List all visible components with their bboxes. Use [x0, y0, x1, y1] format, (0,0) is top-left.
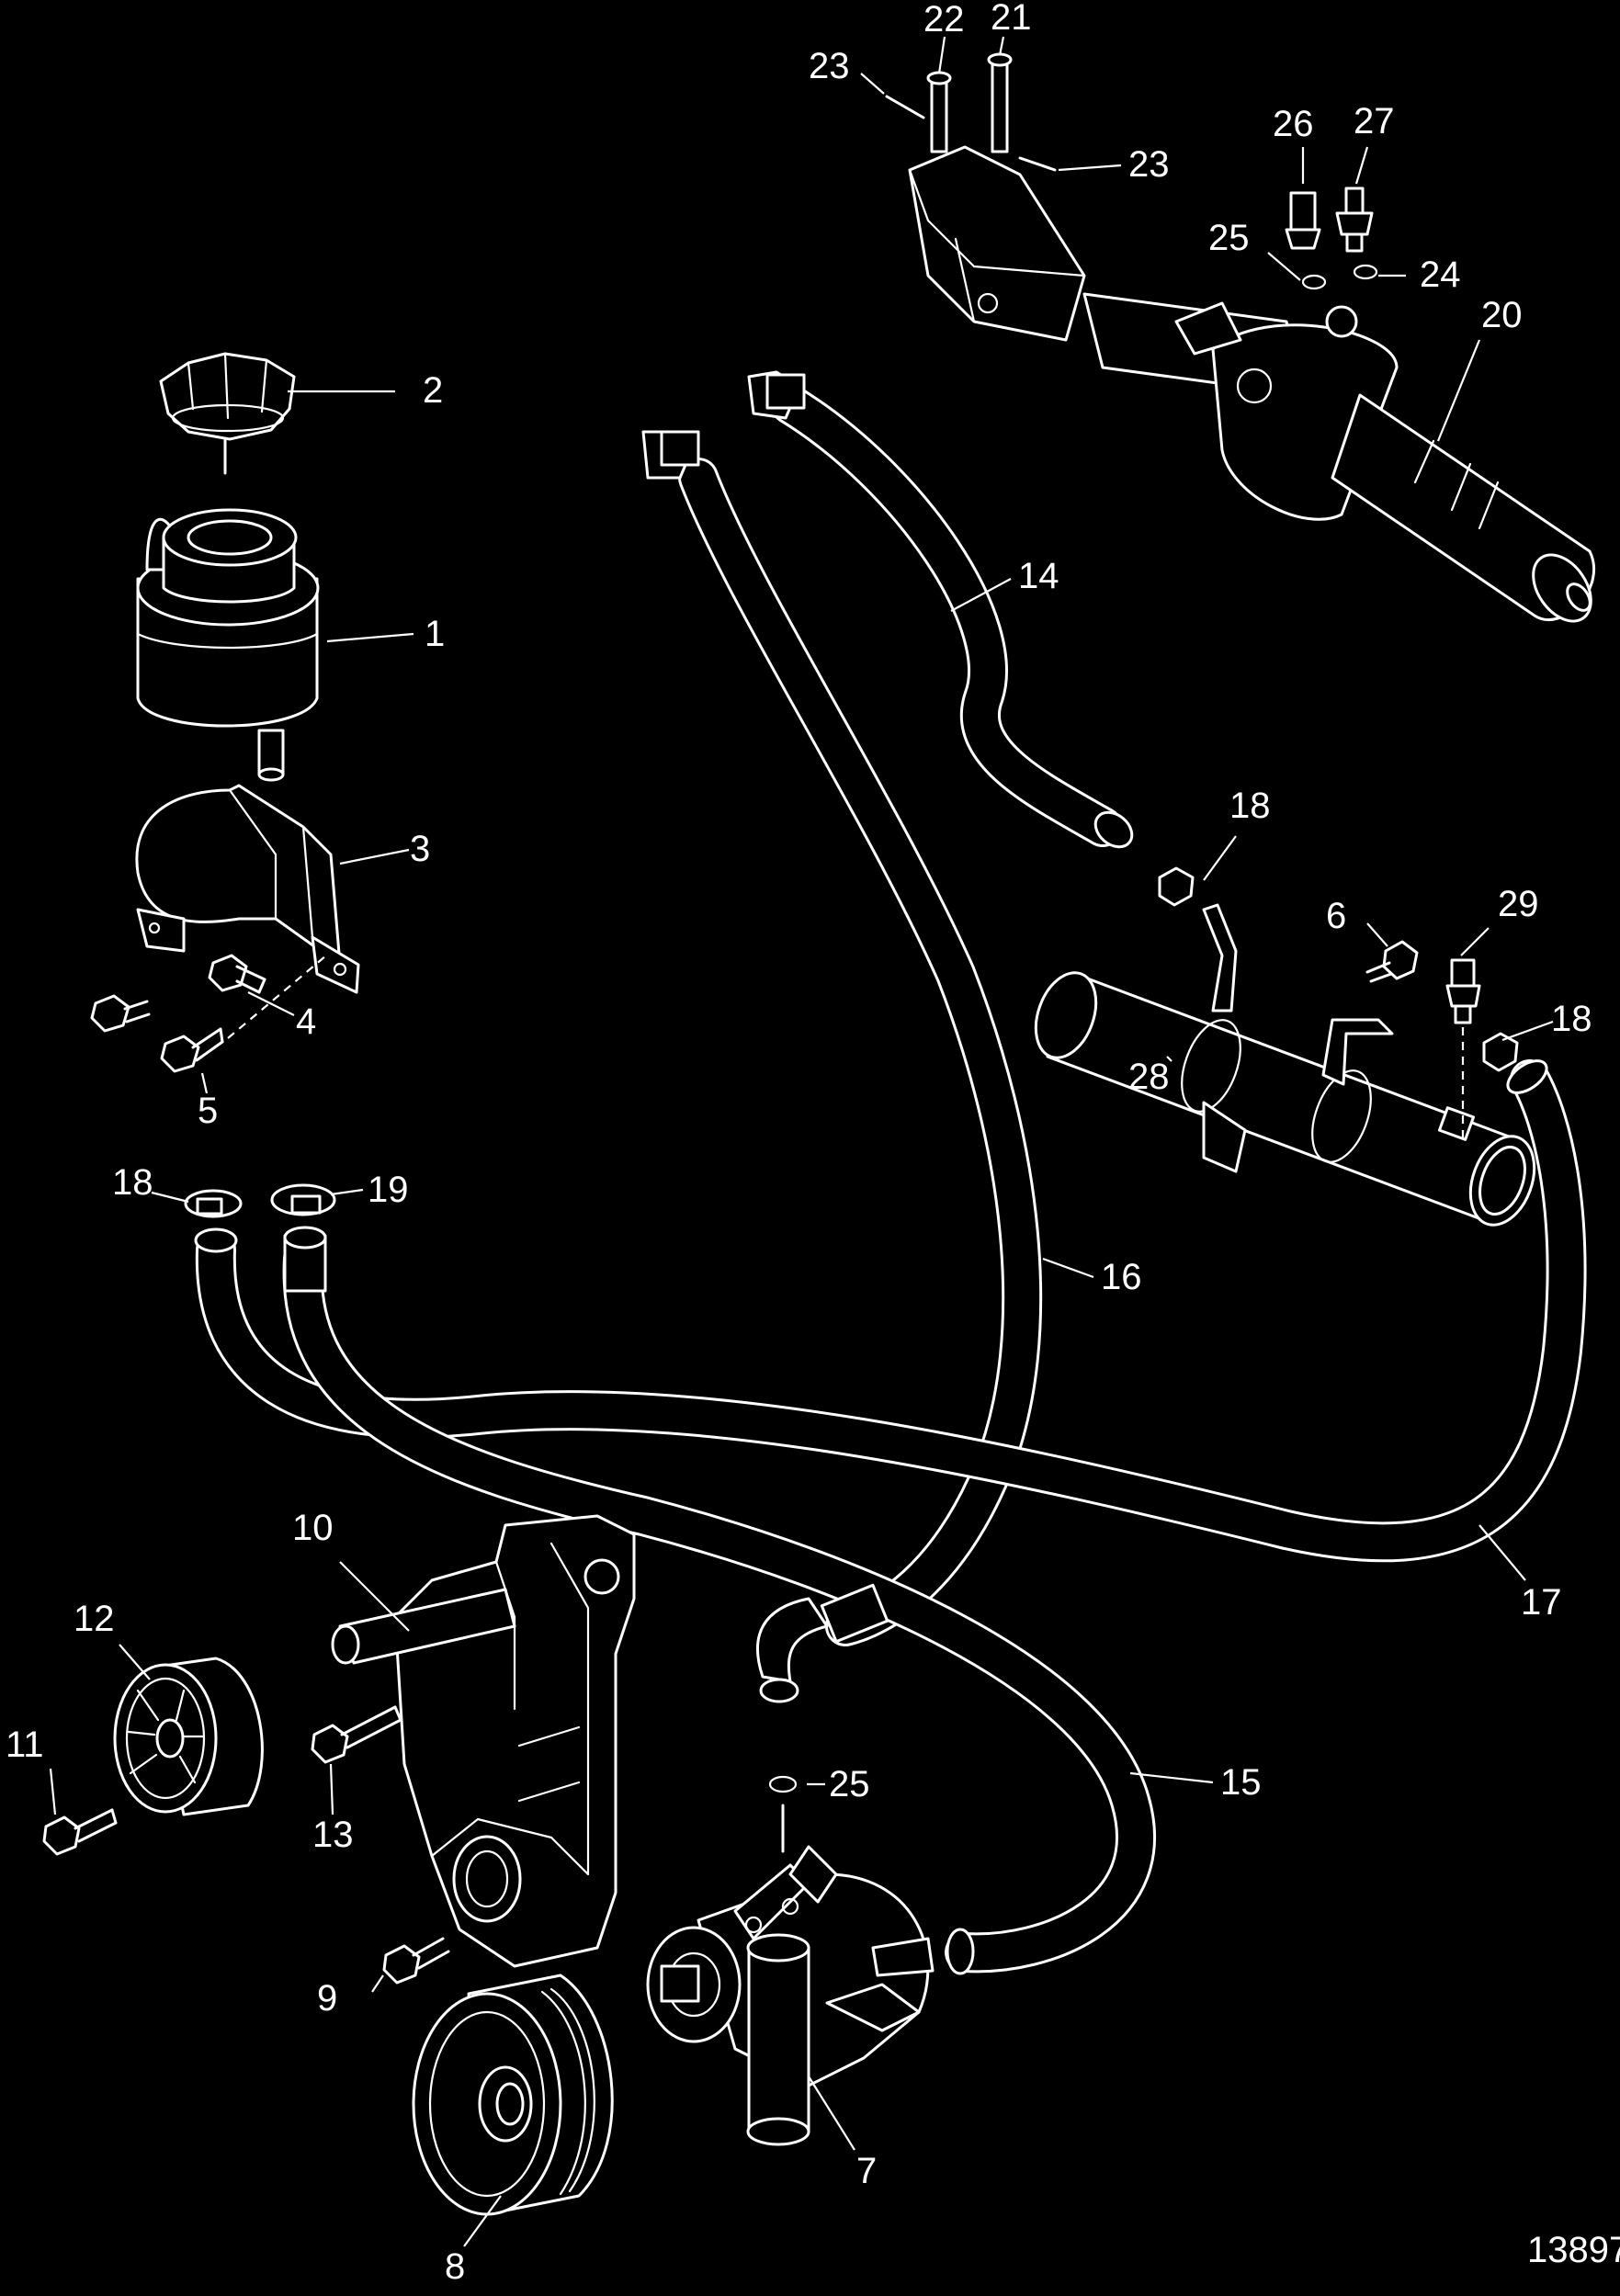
- callout-26: 26: [1273, 104, 1314, 144]
- callout-10: 10: [292, 1508, 334, 1548]
- callout-13: 13: [312, 1815, 354, 1855]
- power-steering-pump: [646, 1845, 935, 2146]
- hose-clamp-19: [270, 1183, 336, 1216]
- callout-9: 9: [317, 1978, 337, 2019]
- callout-7: 7: [856, 2151, 877, 2191]
- pump-bracket: [331, 1514, 636, 1968]
- callout-21: 21: [991, 0, 1032, 38]
- o-ring-24: [1353, 264, 1378, 280]
- bolt-5: [160, 1027, 224, 1073]
- callout-27: 27: [1354, 101, 1395, 141]
- fitting-27: [1335, 187, 1374, 253]
- hose-group: [194, 384, 1587, 1975]
- nut-18-top: [1158, 866, 1195, 907]
- callout-25-bottom: 25: [829, 1764, 870, 1804]
- callout-28: 28: [1128, 1057, 1170, 1097]
- o-ring-25-bottom: [768, 1775, 798, 1793]
- callout-4: 4: [296, 1001, 316, 1042]
- pump-pulley: [412, 1974, 614, 2216]
- callout-2: 2: [423, 370, 443, 411]
- callout-16: 16: [1101, 1257, 1142, 1297]
- o-ring-25-top: [1301, 274, 1327, 290]
- fitting-26: [1285, 191, 1321, 250]
- callout-6: 6: [1326, 896, 1346, 936]
- callout-22: 22: [923, 0, 965, 40]
- callout-18-left: 18: [112, 1162, 153, 1203]
- bolt-4: [208, 954, 266, 994]
- callout-24: 24: [1420, 254, 1461, 295]
- steering-cylinder: [908, 145, 1596, 623]
- callout-19: 19: [368, 1170, 409, 1210]
- callout-29: 29: [1498, 884, 1539, 924]
- callout-18-top: 18: [1229, 786, 1271, 826]
- callout-1: 1: [425, 614, 445, 654]
- callout-labels: 2 1 3 4 5 6 7 8 9 10 11 12 13 14 15 16 1…: [6, 0, 1620, 2287]
- callout-15: 15: [1220, 1762, 1262, 1803]
- hose-clamp-18-left: [184, 1189, 243, 1218]
- reservoir-cap: [159, 352, 296, 475]
- callout-14: 14: [1018, 556, 1059, 596]
- fluid-cooler: [1034, 903, 1536, 1227]
- callout-25-top: 25: [1208, 218, 1250, 258]
- callout-20: 20: [1481, 295, 1523, 335]
- callout-23-left: 23: [809, 46, 850, 86]
- elbow-fitting-16: [641, 430, 700, 480]
- figure-number: 13897: [1527, 2230, 1620, 2270]
- pin-21: [987, 52, 1013, 153]
- pin-22: [926, 71, 952, 153]
- nut-18-right: [1482, 1032, 1519, 1072]
- sensor-29: [1445, 958, 1481, 1024]
- callout-5: 5: [198, 1091, 218, 1131]
- callout-12: 12: [74, 1599, 115, 1639]
- cotter-pin-23-right: [1018, 156, 1057, 172]
- callout-17: 17: [1521, 1582, 1562, 1623]
- reservoir: [136, 508, 320, 782]
- bolt-6: [1365, 940, 1419, 983]
- callout-3: 3: [410, 829, 430, 869]
- callout-23-right: 23: [1128, 144, 1170, 185]
- bolt-9: [382, 1937, 450, 1985]
- leader-lines: [49, 36, 1554, 2247]
- callout-11: 11: [6, 1725, 44, 1765]
- reservoir-bracket: [135, 784, 360, 994]
- elbow-fitting-14: [747, 370, 806, 420]
- idler-pulley: [113, 1657, 264, 1816]
- bolt-aux: [90, 994, 151, 1033]
- cotter-pin-23-left: [885, 95, 925, 119]
- bolt-13: [311, 1705, 402, 1764]
- bolt-11: [42, 1808, 118, 1856]
- callout-18-right: 18: [1551, 999, 1592, 1039]
- callout-8: 8: [445, 2246, 465, 2287]
- pump-hose-fitting: [755, 1583, 889, 1703]
